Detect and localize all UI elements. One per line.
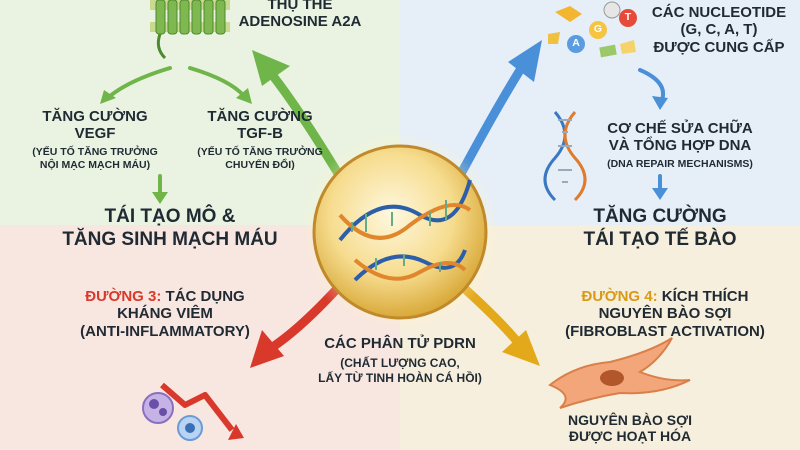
dna-repair-note: (DNA REPAIR MECHANISMS) xyxy=(607,158,753,170)
pathway3-label: ĐƯỜNG 3: xyxy=(85,288,162,305)
tgf-title: TĂNG CƯỜNG TGF-β xyxy=(207,108,313,143)
dna-repair-title: CƠ CHẾ SỬA CHỮA VÀ TỔNG HỢP DNA xyxy=(607,120,753,155)
pdrn-dna-icon xyxy=(338,179,472,282)
nucleotide-letter-t: T xyxy=(624,11,632,23)
dna-repair-icon xyxy=(543,111,587,202)
nucleotides-label: CÁC NUCLEOTIDE (G, C, A, T) ĐƯỢC CUNG CẤ… xyxy=(651,4,787,56)
arrow-to-pathway1-head xyxy=(252,50,290,86)
pathway4-label: ĐƯỜNG 4: xyxy=(581,288,658,305)
fibroblast-icon xyxy=(548,337,691,409)
pathway1-result: TÁI TẠO MÔ & TĂNG SINH MẠCH MÁU xyxy=(62,206,278,250)
arrow-to-pathway2-head xyxy=(508,40,542,82)
nucleotide-shapes xyxy=(548,1,637,58)
decrease-arrow-icon xyxy=(160,382,235,432)
receptor-icon xyxy=(150,0,230,60)
immune-cells-icon xyxy=(142,392,203,441)
vegf-note: (YẾU TỐ TĂNG TRƯỞNG NỘI MẠC MẠCH MÁU) xyxy=(32,146,158,172)
nucleotide-letter-g: G xyxy=(593,23,603,35)
tgf-note: (YẾU TỐ TĂNG TRƯỞNG CHUYỂN ĐỔI) xyxy=(197,146,323,172)
pathway3-title: ĐƯỜNG 3: TÁC DỤNG KHÁNG VIÊM (ANTI-INFLA… xyxy=(80,288,250,340)
pathway2-result: TĂNG CƯỜNG TÁI TẠO TẾ BÀO xyxy=(583,206,737,250)
arrow-to-pathway3-head xyxy=(250,330,284,368)
vegf-title: TĂNG CƯỜNG VEGF xyxy=(42,108,148,143)
arrow-to-pathway4-head xyxy=(502,330,540,366)
pdrn-subtitle: (CHẤT LƯỢNG CAO, LẤY TỪ TINH HOÀN CÁ HỒI… xyxy=(318,356,482,385)
fibroblast-cell-label: NGUYÊN BÀO SỢI ĐƯỢC HOẠT HÓA xyxy=(568,412,692,445)
nucleotide-letter-a: A xyxy=(572,37,580,49)
receptor-label: THỤ THỂ ADENOSINE A2A xyxy=(238,0,362,31)
pdrn-title: CÁC PHÂN TỬ PDRN xyxy=(324,335,476,352)
pathway4-title: ĐƯỜNG 4: KÍCH THÍCH NGUYÊN BÀO SỢI (FIBR… xyxy=(565,288,765,340)
